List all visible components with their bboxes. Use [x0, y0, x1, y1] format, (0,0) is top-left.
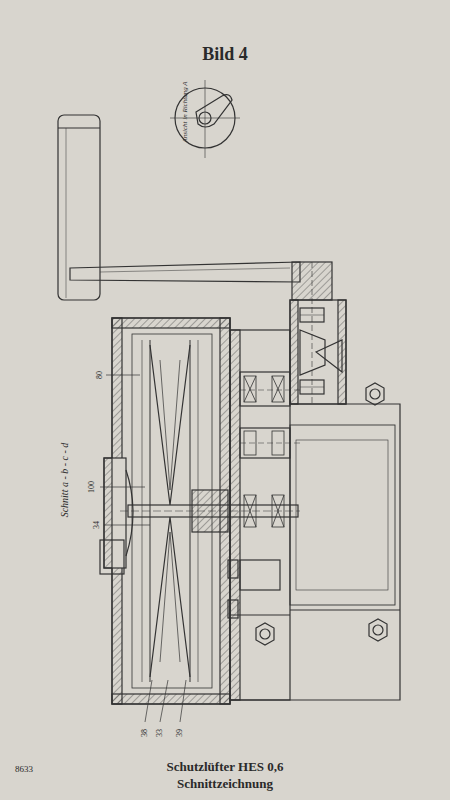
- figure-title: Bild 4: [202, 45, 248, 65]
- view-label: Ansicht in Richtung A: [182, 81, 190, 142]
- callout-number: 80: [96, 371, 105, 379]
- callout-number: 34: [93, 521, 102, 529]
- callout-number: 100: [88, 481, 97, 493]
- section-label: Schnitt a - b - c - d: [59, 443, 70, 518]
- page-number: 8633: [15, 765, 33, 775]
- figure-caption: Schutzlüfter HES 0,6 Schnittzeichnung: [145, 759, 305, 793]
- callout-number: 33: [156, 729, 165, 737]
- callout-number: 38: [141, 729, 150, 737]
- callout-number: 39: [176, 729, 185, 737]
